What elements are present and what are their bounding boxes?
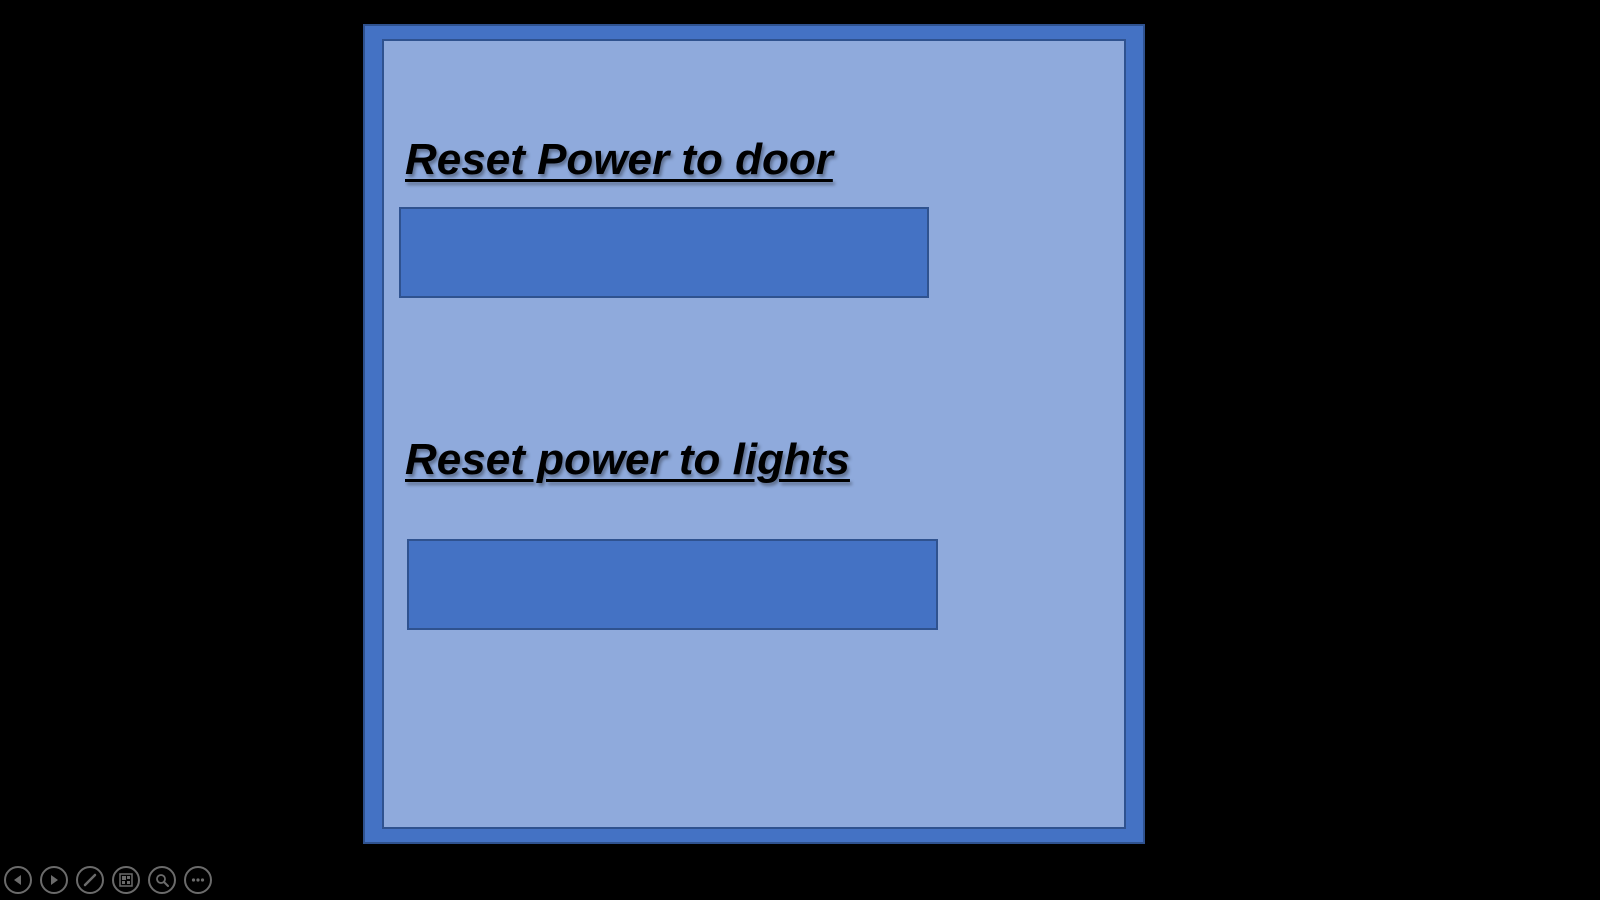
pen-icon — [83, 873, 97, 887]
see-all-slides-button[interactable] — [112, 866, 140, 894]
zoom-button[interactable] — [148, 866, 176, 894]
next-icon — [51, 875, 58, 885]
see-all-slides-icon — [119, 873, 133, 887]
zoom-icon — [156, 874, 169, 887]
slide-panel — [382, 39, 1126, 829]
reset-power-lights-button[interactable] — [407, 539, 938, 630]
slideshow-controls — [4, 866, 212, 896]
more-options-button[interactable] — [184, 866, 212, 894]
previous-slide-button[interactable] — [4, 866, 32, 894]
previous-icon — [14, 875, 21, 885]
more-options-icon — [191, 878, 205, 882]
pen-tool-button[interactable] — [76, 866, 104, 894]
reset-power-lights-heading: Reset power to lights — [405, 435, 850, 484]
reset-power-door-button[interactable] — [399, 207, 929, 298]
reset-power-door-heading: Reset Power to door — [405, 135, 833, 184]
next-slide-button[interactable] — [40, 866, 68, 894]
